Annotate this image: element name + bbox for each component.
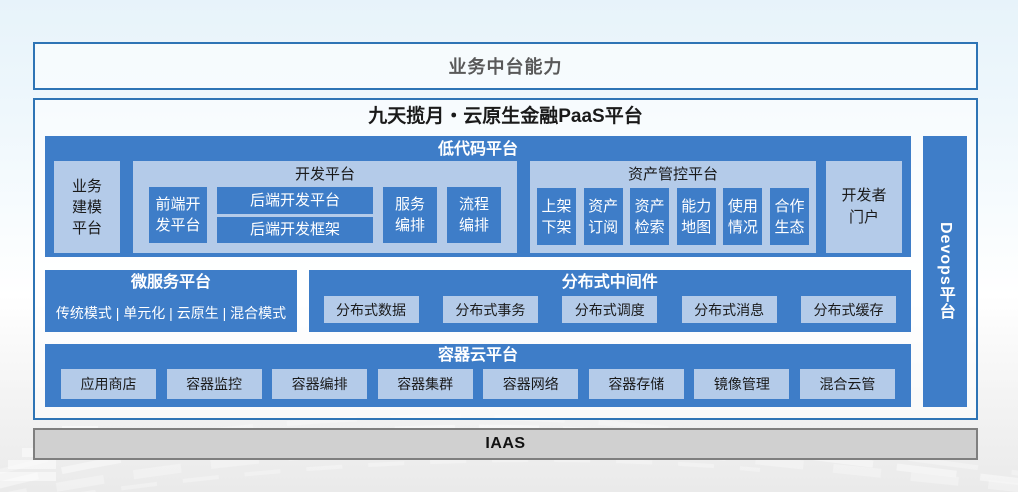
paas-platform-container: 九天揽月・云原生金融PaaS平台 低代码平台 业务 建模 平台 开发平台 前端开… xyxy=(33,98,978,420)
middleware-item-cache: 分布式缓存 xyxy=(801,296,896,323)
backend-dev-column: 后端开发平台 后端开发框架 xyxy=(217,187,373,243)
container-item-app-store: 应用商店 xyxy=(61,368,156,399)
container-item-monitoring: 容器监控 xyxy=(166,368,262,399)
development-platform-title: 开发平台 xyxy=(294,166,355,183)
container-item-image-mgmt: 镜像管理 xyxy=(694,368,790,399)
distributed-middleware-title: 分布式中间件 xyxy=(561,274,658,291)
devops-platform-bar: Devops平台 xyxy=(922,135,967,407)
low-code-platform-band: 低代码平台 业务 建模 平台 开发平台 前端开 发平台 后端开发平台 后端开发框… xyxy=(45,136,911,257)
asset-management-platform-box: 资产管控平台 上架 下架 资产 订阅 资产 检索 能力 地图 使用 情况 合作 … xyxy=(530,161,816,253)
service-orchestration-box: 服务 编排 xyxy=(383,187,437,243)
asset-item-cooperation: 合作 生态 xyxy=(769,188,809,245)
asset-item-capability-map: 能力 地图 xyxy=(676,188,716,245)
development-platform-content: 前端开 发平台 后端开发平台 后端开发框架 服务 编排 流程 编排 xyxy=(133,187,517,244)
asset-item-subscription: 资产 订阅 xyxy=(583,188,623,245)
asset-item-usage: 使用 情况 xyxy=(723,188,763,245)
container-cloud-platform-band: 容器云平台 应用商店 容器监控 容器编排 容器集群 容器网络 容器存储 镜像管理… xyxy=(45,343,911,407)
backend-dev-framework-box: 后端开发框架 xyxy=(217,216,373,243)
microservice-platform-band: 微服务平台 传统模式 | 单元化 | 云原生 | 混合模式 xyxy=(45,270,297,332)
business-modeling-platform-box: 业务 建模 平台 xyxy=(54,161,120,253)
paas-platform-title: 九天揽月・云原生金融PaaS平台 xyxy=(368,105,643,127)
container-item-orchestration: 容器编排 xyxy=(272,368,368,399)
asset-management-platform-title: 资产管控平台 xyxy=(627,166,718,183)
container-item-hybrid-cloud: 混合云管 xyxy=(799,368,895,399)
microservice-platform-modes: 传统模式 | 单元化 | 云原生 | 混合模式 xyxy=(55,305,287,321)
distributed-middleware-band: 分布式中间件 分布式数据 分布式事务 分布式调度 分布式消息 分布式缓存 xyxy=(308,270,912,332)
low-code-platform-content: 业务 建模 平台 开发平台 前端开 发平台 后端开发平台 后端开发框架 服务 编… xyxy=(45,161,911,253)
container-cloud-platform-title: 容器云平台 xyxy=(437,346,518,364)
container-cloud-platform-content: 应用商店 容器监控 容器编排 容器集群 容器网络 容器存储 镜像管理 混合云管 xyxy=(45,368,911,399)
container-item-cluster: 容器集群 xyxy=(377,368,473,399)
developer-portal-box: 开发者 门户 xyxy=(826,161,902,253)
middleware-item-scheduling: 分布式调度 xyxy=(562,296,658,323)
container-item-network: 容器网络 xyxy=(483,368,579,399)
middleware-item-transaction: 分布式事务 xyxy=(442,296,538,323)
backend-dev-platform-box: 后端开发平台 xyxy=(217,187,373,214)
process-orchestration-box: 流程 编排 xyxy=(447,187,501,243)
asset-management-platform-content: 上架 下架 资产 订阅 资产 检索 能力 地图 使用 情况 合作 生态 xyxy=(530,188,816,245)
middleware-item-data: 分布式数据 xyxy=(323,296,419,323)
development-platform-box: 开发平台 前端开 发平台 后端开发平台 后端开发框架 服务 编排 流程 编排 xyxy=(133,161,517,253)
container-item-storage: 容器存储 xyxy=(588,368,684,399)
devops-platform-label: Devops平台 xyxy=(936,222,954,320)
distributed-middleware-content: 分布式数据 分布式事务 分布式调度 分布式消息 分布式缓存 xyxy=(309,296,912,323)
frontend-dev-platform-box: 前端开 发平台 xyxy=(149,187,207,243)
asset-item-retrieval: 资产 检索 xyxy=(630,188,670,245)
business-midplatform-capability-banner: 业务中台能力 xyxy=(33,42,978,90)
middleware-item-message: 分布式消息 xyxy=(681,296,777,323)
asset-item-listing: 上架 下架 xyxy=(537,188,576,245)
microservice-platform-title: 微服务平台 xyxy=(130,274,211,291)
iaas-layer-label: IAAS xyxy=(485,435,526,452)
business-midplatform-capability-label: 业务中台能力 xyxy=(448,57,563,77)
low-code-platform-title: 低代码平台 xyxy=(437,141,518,158)
iaas-layer-bar: IAAS xyxy=(33,428,978,460)
